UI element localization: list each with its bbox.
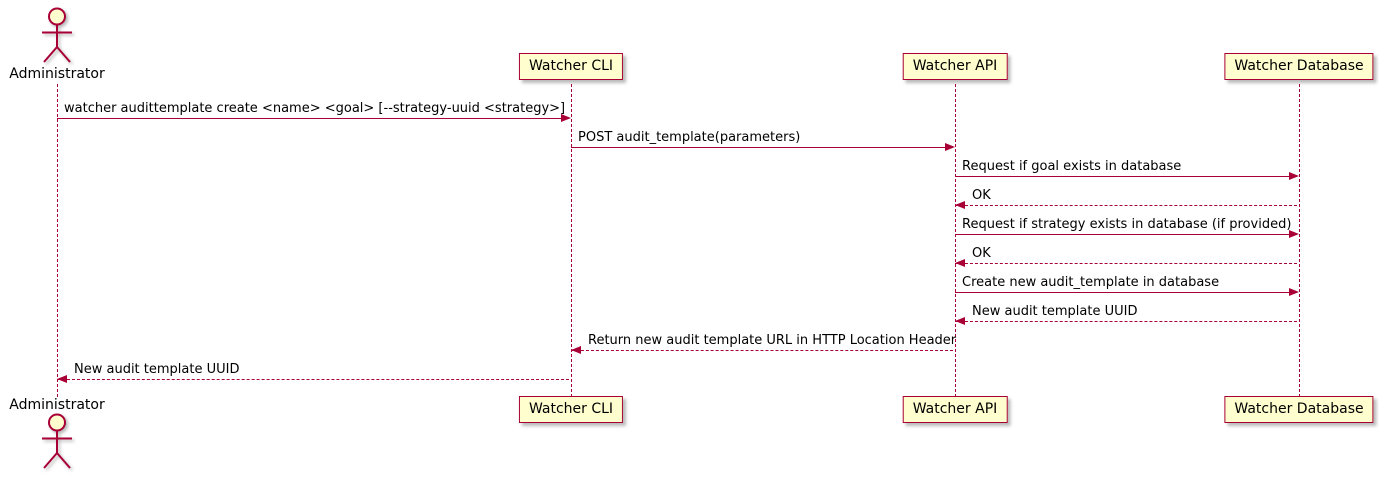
arrowhead-icon — [1289, 230, 1299, 238]
arrowhead-icon — [571, 346, 581, 354]
participant-cli-top: Watcher CLI — [518, 53, 624, 80]
message-line-10 — [57, 379, 569, 380]
message-label-3: Request if goal exists in database — [962, 159, 1182, 174]
message-line-9 — [571, 350, 953, 351]
participant-db-bottom: Watcher Database — [1224, 396, 1374, 423]
arrowhead-icon — [955, 259, 965, 267]
message-line-8 — [955, 321, 1297, 322]
message-line-3 — [955, 176, 1297, 177]
message-line-2 — [571, 147, 953, 148]
message-line-4 — [955, 205, 1297, 206]
participant-api-bottom: Watcher API — [902, 396, 1008, 423]
actor-label-admin-bottom: Administrator — [9, 397, 105, 413]
arrowhead-icon — [1289, 172, 1299, 180]
lifeline-db — [1299, 84, 1300, 397]
participant-db-top: Watcher Database — [1224, 53, 1374, 80]
message-label-2: POST audit_template(parameters) — [578, 130, 801, 145]
lifeline-cli — [571, 84, 572, 397]
arrowhead-icon — [955, 317, 965, 325]
message-label-9: Return new audit template URL in HTTP Lo… — [588, 333, 957, 348]
message-label-8: New audit template UUID — [972, 304, 1138, 319]
message-label-1: watcher audittemplate create <name> <goa… — [64, 101, 566, 116]
message-label-6: OK — [972, 246, 991, 261]
lifeline-admin — [57, 84, 58, 397]
participant-api-top: Watcher API — [902, 53, 1008, 80]
message-line-7 — [955, 292, 1297, 293]
actor-icon-admin-top — [27, 6, 87, 68]
lifeline-api — [955, 84, 956, 397]
arrowhead-icon — [561, 114, 571, 122]
participant-cli-bottom: Watcher CLI — [518, 396, 624, 423]
message-label-5: Request if strategy exists in database (… — [962, 217, 1292, 232]
arrowhead-icon — [945, 143, 955, 151]
message-line-1 — [57, 118, 569, 119]
message-line-6 — [955, 263, 1297, 264]
stick-figure-icon — [42, 7, 72, 63]
actor-label-admin-top: Administrator — [9, 66, 105, 82]
arrowhead-icon — [1289, 288, 1299, 296]
stick-figure-icon — [42, 413, 72, 469]
actor-icon-admin-bottom — [27, 412, 87, 474]
message-line-5 — [955, 234, 1297, 235]
message-label-10: New audit template UUID — [74, 362, 240, 377]
arrowhead-icon — [57, 375, 67, 383]
message-label-4: OK — [972, 188, 991, 203]
message-label-7: Create new audit_template in database — [962, 275, 1220, 290]
arrowhead-icon — [955, 201, 965, 209]
